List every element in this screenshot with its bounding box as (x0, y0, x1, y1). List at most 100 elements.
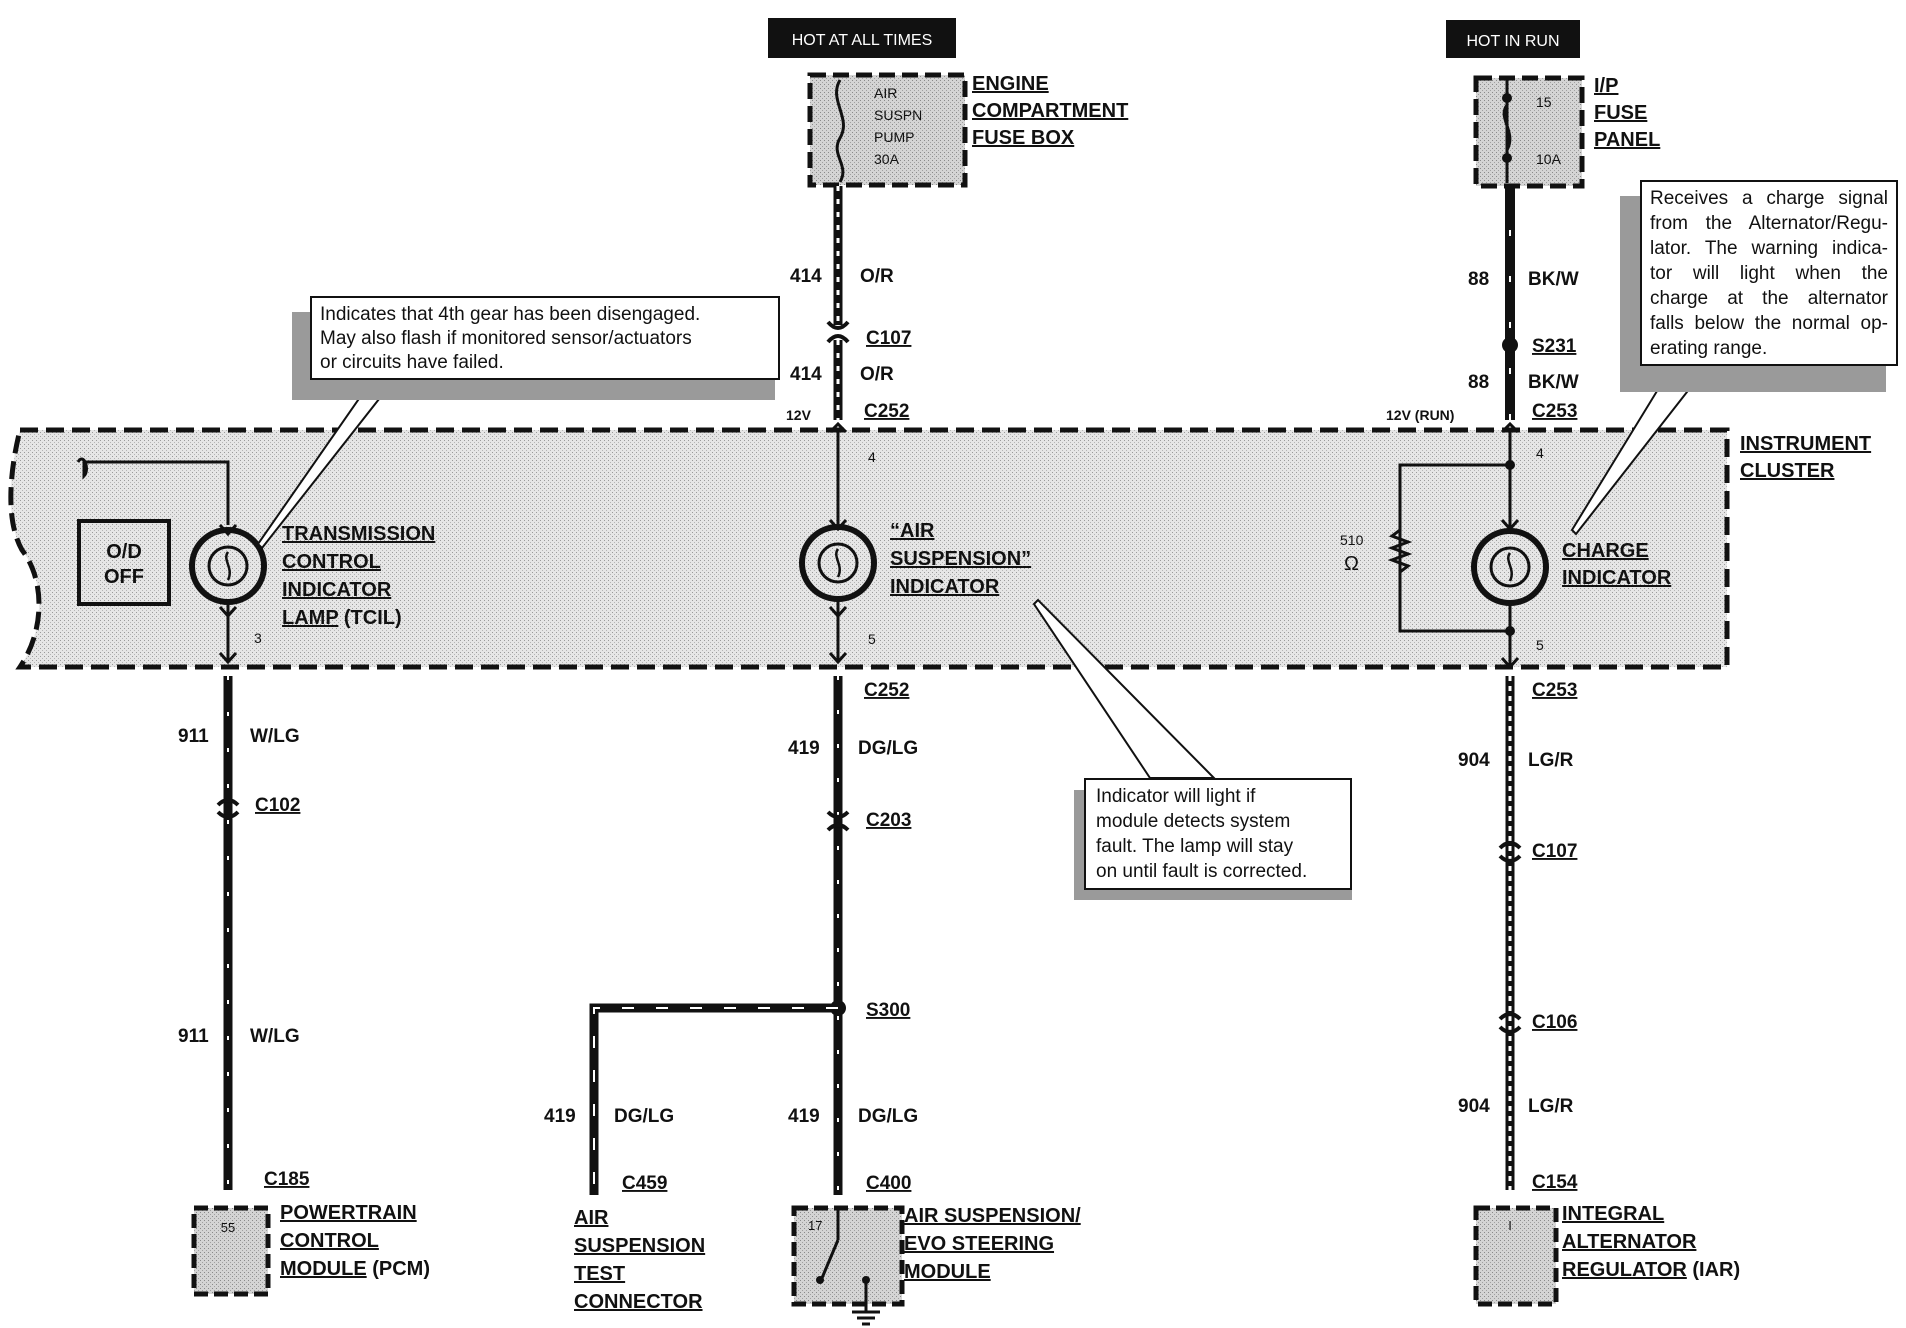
svg-text:15: 15 (1536, 94, 1552, 110)
svg-text:O/R: O/R (860, 266, 894, 287)
svg-text:SUSPN: SUSPN (874, 107, 922, 123)
od-off-switch: O/D OFF (77, 519, 171, 606)
charge-note-line-2: from the Alternator/Regu- (1650, 213, 1888, 234)
charge-indicator-lamp: 4 5 510 Ω (1340, 421, 1549, 670)
air-suspension-lamp: 4 5 (799, 421, 877, 665)
connector-c102: C102 (255, 795, 300, 816)
svg-text:I: I (1508, 1218, 1512, 1233)
wire-419-main (826, 676, 850, 1195)
air-note-line-3: fault. The lamp will stay (1096, 836, 1294, 857)
svg-text:C107: C107 (1532, 841, 1577, 862)
svg-text:LAMP (TCIL): LAMP (TCIL) (282, 607, 402, 629)
tcil-note-line-3: or circuits have failed. (320, 352, 504, 373)
svg-text:5: 5 (1536, 637, 1544, 653)
ip-fuse-panel-label: I/P FUSE PANEL (1594, 75, 1660, 151)
test-connector-label: AIR SUSPENSION TEST CONNECTOR (574, 1207, 705, 1313)
circuit-904-labels: 904 LG/R 904 LG/R (1458, 750, 1574, 1117)
svg-text:CLUSTER: CLUSTER (1740, 460, 1835, 482)
svg-text:C185: C185 (264, 1169, 310, 1190)
svg-text:FUSE: FUSE (1594, 102, 1647, 124)
svg-text:419: 419 (788, 1106, 820, 1127)
wire-419-branch (589, 1003, 838, 1195)
svg-text:“AIR: “AIR (890, 520, 935, 542)
svg-text:911: 911 (178, 726, 209, 747)
svg-text:INDICATOR: INDICATOR (890, 576, 1000, 598)
svg-text:I/P: I/P (1594, 75, 1618, 97)
circuit-419-labels: 419 DG/LG 419 DG/LG 419 DG/LG (544, 738, 918, 1127)
charge-note-line-5: charge at the alternator (1650, 288, 1888, 309)
svg-text:88: 88 (1468, 269, 1489, 290)
connector-c107-right: C107 (1532, 841, 1577, 862)
circuit-414-labels: 414 O/R 414 O/R (790, 266, 894, 385)
pcm-module: 55 (191, 1205, 271, 1297)
svg-text:55: 55 (221, 1220, 235, 1235)
svg-text:OFF: OFF (104, 566, 144, 588)
svg-text:CONTROL: CONTROL (282, 551, 381, 573)
svg-text:PANEL: PANEL (1594, 129, 1660, 151)
svg-text:C252: C252 (864, 680, 909, 701)
svg-text:CONNECTOR: CONNECTOR (574, 1291, 703, 1313)
svg-text:O/R: O/R (860, 364, 894, 385)
iar-module: I (1473, 1205, 1559, 1307)
svg-text:DG/LG: DG/LG (614, 1106, 674, 1127)
svg-text:17: 17 (808, 1218, 822, 1233)
hot-in-run-header: HOT IN RUN (1446, 20, 1580, 58)
iar-label: INTEGRAL ALTERNATOR REGULATOR (IAR) (1562, 1203, 1740, 1281)
svg-text:HOT AT ALL TIMES: HOT AT ALL TIMES (792, 32, 933, 49)
splice-s300: S300 (866, 1000, 910, 1021)
circuit-88-labels: 88 BK/W 88 BK/W (1468, 269, 1579, 393)
svg-text:30A: 30A (874, 151, 900, 167)
svg-text:AIR: AIR (574, 1207, 609, 1229)
svg-text:C106: C106 (1532, 1012, 1577, 1033)
svg-text:904: 904 (1458, 1096, 1490, 1117)
svg-text:INTEGRAL: INTEGRAL (1562, 1203, 1664, 1225)
tcil-label: TRANSMISSION CONTROL INDICATOR LAMP (TCI… (282, 523, 435, 629)
connector-c154: C154 (1532, 1172, 1578, 1193)
svg-text:MODULE: MODULE (904, 1261, 991, 1283)
tcil-note: Indicates that 4th gear has been disenga… (310, 296, 780, 380)
tcil-note-line-1: Indicates that 4th gear has been disenga… (320, 304, 701, 325)
ground-icon (852, 1300, 880, 1326)
svg-text:510: 510 (1340, 532, 1364, 548)
svg-text:COMPARTMENT: COMPARTMENT (972, 100, 1128, 122)
svg-text:POWERTRAIN: POWERTRAIN (280, 1202, 417, 1224)
air-suspension-module: 17 (791, 1205, 905, 1307)
svg-text:DG/LG: DG/LG (858, 1106, 918, 1127)
svg-text:C154: C154 (1532, 1172, 1578, 1193)
tcil-lamp: 3 (76, 457, 267, 665)
svg-text:SUSPENSION: SUSPENSION (574, 1235, 705, 1257)
svg-text:REGULATOR (IAR): REGULATOR (IAR) (1562, 1259, 1740, 1281)
svg-text:10A: 10A (1536, 151, 1562, 167)
svg-text:DG/LG: DG/LG (858, 738, 918, 759)
svg-text:CHARGE: CHARGE (1562, 540, 1649, 562)
svg-text:AIR SUSPENSION/: AIR SUSPENSION/ (904, 1205, 1081, 1227)
svg-text:INDICATOR: INDICATOR (1562, 567, 1672, 589)
svg-text:S231: S231 (1532, 336, 1577, 357)
air-note-line-2: module detects system (1096, 811, 1291, 832)
svg-text:ALTERNATOR: ALTERNATOR (1562, 1231, 1697, 1253)
connector-c400: C400 (866, 1173, 911, 1194)
wire-904 (1498, 676, 1522, 1190)
charge-note-line-3: lator. The warning indica- (1650, 238, 1888, 259)
charge-note-line-4: tor will light when the (1650, 263, 1888, 284)
svg-text:LG/R: LG/R (1528, 750, 1574, 771)
ip-fuse-panel: 15 10A (1473, 75, 1585, 189)
svg-text:W/LG: W/LG (250, 726, 300, 747)
svg-text:W/LG: W/LG (250, 1026, 300, 1047)
svg-text:5: 5 (868, 631, 876, 647)
svg-text:904: 904 (1458, 750, 1490, 771)
svg-text:C252: C252 (864, 401, 909, 422)
svg-text:C203: C203 (866, 810, 911, 831)
splice-s231: S231 (1532, 336, 1577, 357)
svg-text:AIR: AIR (874, 85, 897, 101)
svg-text:C102: C102 (255, 795, 300, 816)
charge-indicator-label: CHARGE INDICATOR (1562, 540, 1672, 589)
svg-text:4: 4 (1536, 445, 1544, 461)
svg-text:419: 419 (544, 1106, 576, 1127)
connector-c203: C203 (866, 810, 911, 831)
svg-text:ENGINE: ENGINE (972, 73, 1049, 95)
svg-text:C459: C459 (622, 1173, 667, 1194)
charge-note-line-6: falls below the normal op- (1650, 313, 1888, 334)
svg-text:EVO STEERING: EVO STEERING (904, 1233, 1054, 1255)
svg-text:911: 911 (178, 1026, 209, 1047)
